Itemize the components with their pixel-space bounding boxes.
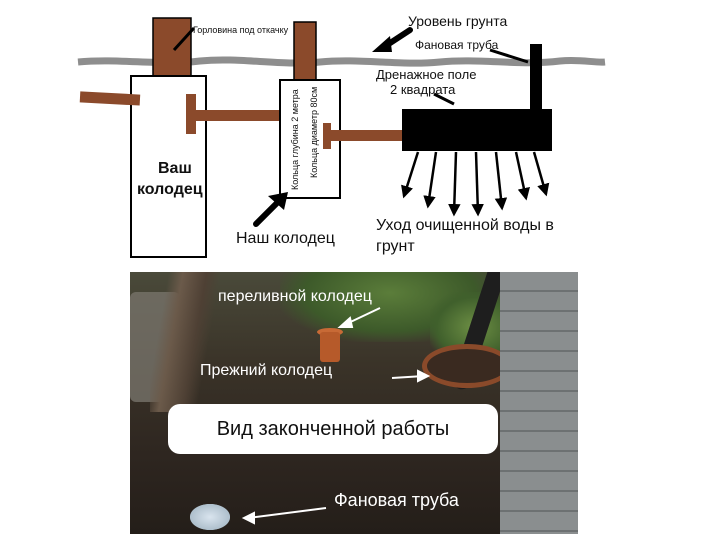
outflow-label-line1: Уход очищенной воды в bbox=[376, 217, 554, 234]
inlet-pipe bbox=[79, 91, 141, 106]
finished-work-label: Вид законченной работы bbox=[216, 418, 450, 440]
fan-pipe-label: Фановая труба bbox=[415, 38, 499, 52]
ring-depth-label: Кольца глубина 2 метра bbox=[290, 89, 300, 190]
drain-field-size-label: 2 квадрата bbox=[390, 82, 456, 97]
our-well-arrowhead bbox=[268, 192, 288, 210]
avito-watermark: Avito bbox=[651, 500, 706, 525]
neck-arrow bbox=[172, 26, 196, 52]
your-well-label-line2: колодец bbox=[137, 181, 203, 198]
fan-pipe-photo-label: Фановая труба bbox=[334, 490, 459, 510]
fan-pipe bbox=[530, 44, 542, 116]
ground-level-label: Уровень грунта bbox=[408, 13, 508, 29]
outflow-arrows bbox=[401, 151, 550, 217]
brick-wall bbox=[500, 272, 578, 534]
ground-level-arrowhead bbox=[372, 36, 392, 52]
old-well-hatch bbox=[422, 344, 512, 388]
pipe-bend-your-well bbox=[186, 94, 196, 134]
our-well-label: Наш колодец bbox=[236, 230, 335, 247]
avito-logo-icon bbox=[601, 500, 624, 523]
fan-pipe-photo-arrow bbox=[247, 507, 327, 519]
your-well-neck bbox=[152, 17, 192, 77]
drain-field-label: Дренажное поле bbox=[376, 67, 477, 82]
finished-work-banner: Вид законченной работы bbox=[168, 404, 498, 454]
photo-arrows bbox=[241, 307, 431, 525]
septic-diagram bbox=[77, 17, 606, 258]
drain-field-arrow bbox=[433, 92, 455, 106]
pipe-our-to-field bbox=[325, 130, 405, 141]
your-well-label-line1: Ваш bbox=[158, 160, 192, 177]
drain-field-block bbox=[402, 109, 552, 151]
fan-pipe-cap bbox=[190, 504, 230, 530]
neck-label: Горловина под откачку bbox=[193, 25, 289, 35]
our-well-arrow bbox=[253, 197, 283, 227]
outflow-label-line2: грунт bbox=[376, 238, 415, 255]
our-well-neck bbox=[293, 21, 317, 81]
fan-pipe-arrow bbox=[489, 48, 529, 64]
pipe-bend-our-well bbox=[323, 123, 331, 149]
ring-diameter-label: Кольца диаметр 80см bbox=[309, 86, 319, 178]
overflow-well-riser bbox=[320, 332, 340, 362]
old-well-label: Прежний колодец bbox=[200, 362, 333, 379]
finished-work-photo: переливной колодец Прежний колодец Фанов… bbox=[130, 272, 578, 534]
overflow-well-label: переливной колодец bbox=[218, 288, 372, 305]
pipe-your-to-our bbox=[186, 110, 285, 121]
tree-trunk bbox=[150, 272, 220, 412]
